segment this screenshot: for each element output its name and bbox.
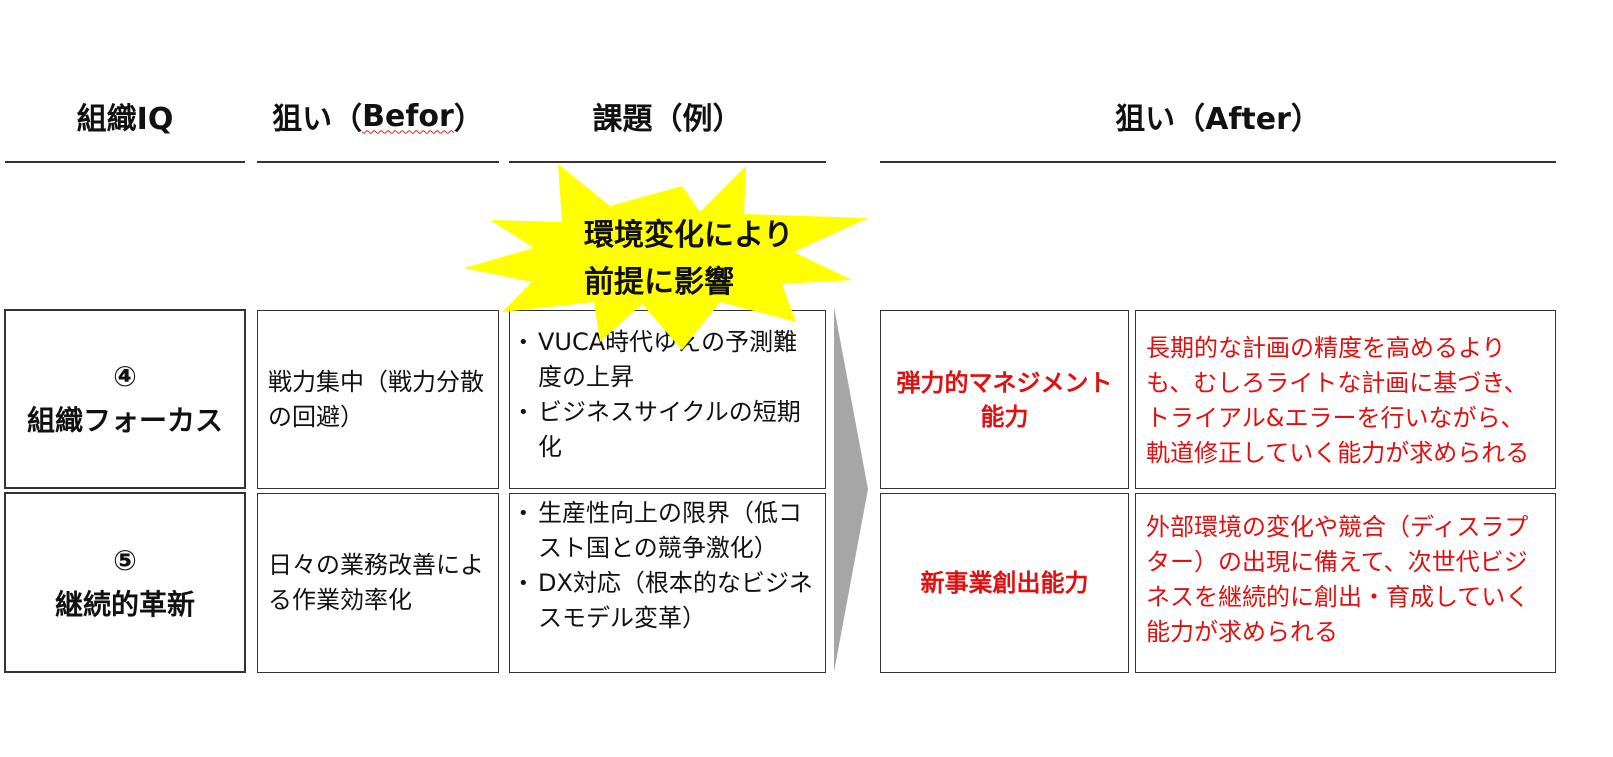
transition-arrow-shape xyxy=(834,307,868,672)
impact-burst-line2: 前提に影響 xyxy=(584,265,734,300)
ability-text: 弾力的マネジメント能力 xyxy=(896,368,1113,431)
issue-item: DX対応（根本的なビジネスモデル変革） xyxy=(514,566,819,636)
iq-number: ④ xyxy=(113,360,137,393)
row-continuous-innovation-ability: 新事業創出能力 xyxy=(880,493,1129,673)
header-divider-4 xyxy=(880,161,1556,163)
description-text: 長期的な計画の精度を高めるよりも、むしろライトな計画に基づき、トライアル&エラー… xyxy=(1146,334,1530,467)
row-continuous-innovation-iq: ⑤ 継続的革新 xyxy=(4,492,246,673)
row-organization-focus-description: 長期的な計画の精度を高めるよりも、むしろライトな計画に基づき、トライアル&エラー… xyxy=(1135,310,1556,489)
description-text: 外部環境の変化や競合（ディスラプター）の出現に備えて、次世代ビジネスを継続的に創… xyxy=(1146,513,1530,646)
header-aim-before-suffix: ） xyxy=(453,102,484,137)
iq-name: 継続的革新 xyxy=(54,587,195,621)
row-continuous-innovation-issues: 生産性向上の限界（低コスト国との競争激化） DX対応（根本的なビジネスモデル変革… xyxy=(509,493,826,673)
row-organization-focus-ability: 弾力的マネジメント能力 xyxy=(880,310,1129,489)
issue-item: 生産性向上の限界（低コスト国との競争激化） xyxy=(514,496,819,566)
impact-burst xyxy=(464,164,868,350)
ability-text: 新事業創出能力 xyxy=(920,569,1089,597)
impact-burst-line1: 環境変化により xyxy=(584,218,794,253)
impact-burst-text: 環境変化により 前提に影響 xyxy=(584,212,793,306)
header-divider-2 xyxy=(257,161,499,163)
header-divider-3 xyxy=(509,161,826,163)
row-organization-focus-iq: ④ 組織フォーカス xyxy=(4,309,246,489)
row-continuous-innovation-before: 日々の業務改善による作業効率化 xyxy=(257,493,499,673)
header-aim-before: 狙い（Befor） xyxy=(257,92,499,140)
iq-name: 組織フォーカス xyxy=(26,404,223,437)
before-text: 戦力集中（戦力分散の回避） xyxy=(268,367,484,431)
row-organization-focus-before: 戦力集中（戦力分散の回避） xyxy=(257,310,499,489)
header-soshiki-iq: 組織IQ xyxy=(76,102,174,137)
header-issues: 課題（例） xyxy=(592,102,743,137)
impact-burst-shape xyxy=(464,164,868,350)
transition-arrow xyxy=(834,307,868,672)
issues-list: 生産性向上の限界（低コスト国との競争激化） DX対応（根本的なビジネスモデル変革… xyxy=(514,496,819,636)
before-text: 日々の業務改善による作業効率化 xyxy=(268,551,484,614)
row-continuous-innovation-description: 外部環境の変化や競合（ディスラプター）の出現に備えて、次世代ビジネスを継続的に創… xyxy=(1135,493,1556,673)
header-aim-after: 狙い（After） xyxy=(1115,102,1321,137)
header-divider-1 xyxy=(5,161,245,163)
iq-number: ⑤ xyxy=(113,543,137,577)
header-aim-before-prefix: 狙い（ xyxy=(272,102,363,137)
row-organization-focus-issues: VUCA時代ゆえの予測難度の上昇 ビジネスサイクルの短期化 xyxy=(509,310,826,489)
issue-item: ビジネスサイクルの短期化 xyxy=(514,395,819,465)
issues-list: VUCA時代ゆえの予測難度の上昇 ビジネスサイクルの短期化 xyxy=(514,325,819,465)
header-aim-before-word: Befor xyxy=(362,98,454,134)
